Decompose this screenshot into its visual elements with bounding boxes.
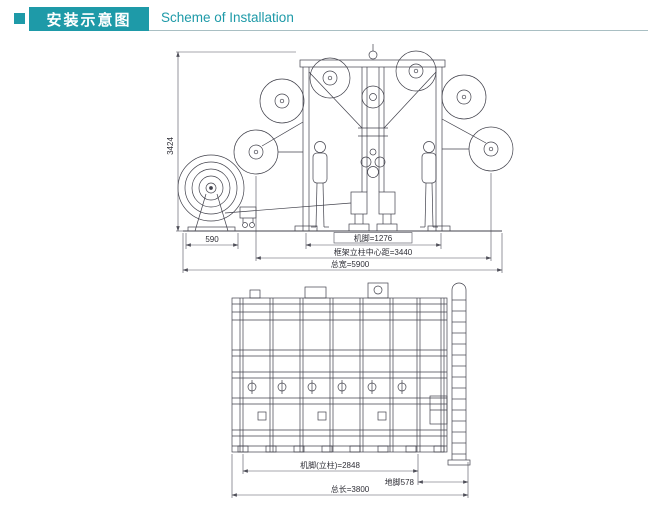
- dim-foot-column-2848: 机脚(立柱)=2848: [300, 460, 360, 470]
- header-divider: [149, 30, 648, 31]
- control-box: [429, 395, 448, 425]
- page-title-en: Scheme of Installation: [161, 10, 294, 25]
- page-title-cn: 安装示意图: [29, 7, 149, 31]
- center-mechanism: [348, 67, 398, 232]
- access-ladder: [447, 282, 471, 466]
- dim-anchor-578: 地脚578: [385, 477, 415, 487]
- machine-feet: [237, 445, 445, 453]
- top-beam: [299, 59, 446, 68]
- yarn-reels: [233, 50, 514, 175]
- dim-coil-590: 590: [205, 235, 219, 244]
- frame-columns: [261, 67, 487, 231]
- dim-total-length-3800: 总长=3800: [331, 484, 370, 494]
- operator-figure-left: [311, 141, 329, 228]
- dim-frame-column-3440: 框架立柱中心距=3440: [334, 247, 413, 257]
- dim-height-3424: 3424: [166, 137, 175, 155]
- square-bullet-icon: [14, 13, 25, 24]
- front-elevation: 3424 590 机脚=1276 框架立柱中心距=3440: [166, 44, 514, 273]
- dim-total-width-5900: 总宽=5900: [331, 259, 370, 269]
- operator-figure-right: [420, 141, 438, 228]
- thread-path-line: [224, 202, 352, 214]
- front-view-dimensions: 3424 590 机脚=1276 框架立柱中心距=3440: [166, 51, 503, 273]
- mid-row-mechanisms: [247, 380, 407, 421]
- machine-body: [231, 297, 448, 453]
- top-attachments: [249, 282, 389, 299]
- lifting-hook: [368, 44, 378, 60]
- dim-machine-foot-1276: 机脚=1276: [354, 233, 393, 243]
- feed-coil: [177, 154, 352, 232]
- side-elevation: 机脚(立柱)=2848 地脚578 总长=3800: [231, 282, 471, 498]
- side-view-dimensions: 机脚(立柱)=2848 地脚578 总长=3800: [231, 454, 469, 498]
- ground-line: [183, 225, 502, 232]
